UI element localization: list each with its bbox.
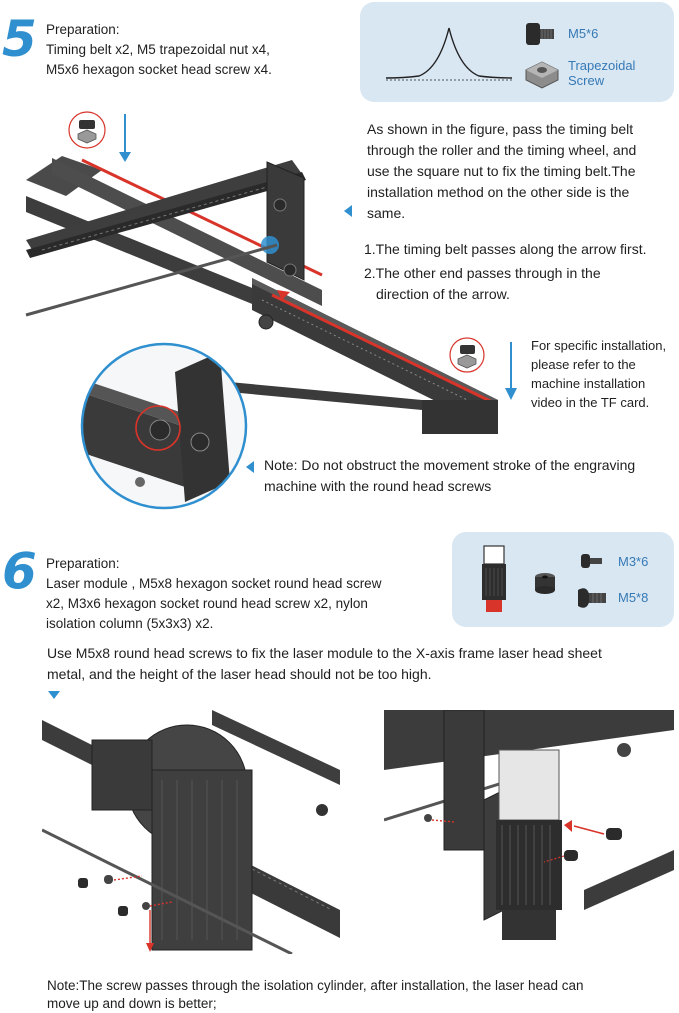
timing-belt-profile-icon: [385, 27, 513, 81]
laser-module-icon: [482, 545, 506, 612]
desc-line: use the square nut to fix the timing bel…: [367, 163, 636, 179]
trapezoidal-label-1: Trapezoidal: [568, 58, 636, 73]
step-5-parts-panel: M5*6 Trapezoidal Screw: [360, 2, 674, 102]
video-reference-note: For specific installation, please refer …: [531, 336, 666, 412]
step-6-parts-panel: M3*6 M5*8: [452, 532, 674, 627]
note-line-1: Note: Do not obstruct the movement strok…: [264, 457, 636, 473]
m3-screw-icon: [581, 554, 602, 568]
m5-screw-label: M5*8: [618, 590, 649, 605]
step-5-prep-line-2: M5x6 hexagon socket head screw x4.: [46, 62, 272, 77]
step-item: direction of the arrow.: [376, 286, 510, 302]
desc-line: through the roller and the timing wheel,…: [367, 142, 637, 158]
step-item: 1.The timing belt passes along the arrow…: [364, 241, 647, 257]
step-6-instruction: Use M5x8 round head screws to fix the la…: [47, 643, 602, 685]
timing-belt-assembly-illustration: [25, 111, 498, 434]
screw-detail: [424, 814, 622, 863]
step-5-note: Note: Do not obstruct the movement strok…: [264, 455, 635, 497]
step-5-number: 5: [2, 10, 37, 68]
desc-line: As shown in the figure, pass the timing …: [367, 121, 634, 137]
m5-screw-icon: [526, 23, 554, 45]
step-6-number: 6: [2, 542, 37, 600]
pointer-down-triangle-icon: [48, 691, 60, 699]
desc-line: installation method on the other side is…: [367, 184, 630, 200]
down-arrow-icon: [505, 342, 517, 400]
desc-line: same.: [367, 205, 406, 221]
step-5-preparation: Preparation: Timing belt x2, M5 trapezoi…: [46, 20, 272, 80]
step-5-description: As shown in the figure, pass the timing …: [367, 119, 636, 224]
step-6-note: Note:The screw passes through the isolat…: [47, 977, 584, 1013]
trapezoidal-label-2: Screw: [568, 73, 605, 88]
note-line-2: move up and down is better;: [47, 996, 217, 1011]
m5-round-screw-icon: [578, 588, 606, 608]
m5-screw-label: M5*6: [568, 26, 599, 41]
note-line-1: Note:The screw passes through the isolat…: [47, 978, 584, 993]
note-line-2: machine with the round head screws: [264, 478, 492, 494]
video-line: machine installation: [531, 376, 646, 391]
detail-zoom-circle: [80, 342, 248, 510]
instruction-line-2: metal, and the height of the laser head …: [47, 666, 432, 682]
m3-screw-label: M3*6: [618, 554, 649, 569]
pointer-triangle-icon: [246, 461, 254, 473]
step-6-prep-line: isolation column (5x3x3) x2.: [46, 616, 214, 631]
laser-mount-side-illustration: [384, 710, 674, 954]
nylon-column-icon: [535, 573, 555, 594]
video-line: For specific installation,: [531, 338, 667, 353]
step-5-prep-line-1: Timing belt x2, M5 trapezoidal nut x4,: [46, 42, 270, 57]
step-5-steps: 1.The timing belt passes along the arrow…: [364, 239, 646, 305]
step-6-preparation: Preparation: Laser module , M5x8 hexagon…: [46, 554, 381, 634]
pointer-triangle-icon: [344, 205, 352, 217]
step-5-prep-title: Preparation:: [46, 22, 120, 37]
video-line: please refer to the: [531, 357, 636, 372]
step-item: 2.The other end passes through in the: [364, 265, 601, 281]
step-6-prep-line: Laser module , M5x8 hexagon socket round…: [46, 576, 382, 591]
instruction-line-1: Use M5x8 round head screws to fix the la…: [47, 645, 602, 661]
laser-mount-front-illustration: [42, 710, 340, 954]
step-6-prep-title: Preparation:: [46, 556, 120, 571]
screw-detail: [78, 875, 173, 952]
step-6-prep-line: x2, M3x6 hexagon socket round head screw…: [46, 596, 368, 611]
video-line: video in the TF card.: [531, 395, 650, 410]
trapezoidal-nut-icon: [525, 61, 559, 89]
